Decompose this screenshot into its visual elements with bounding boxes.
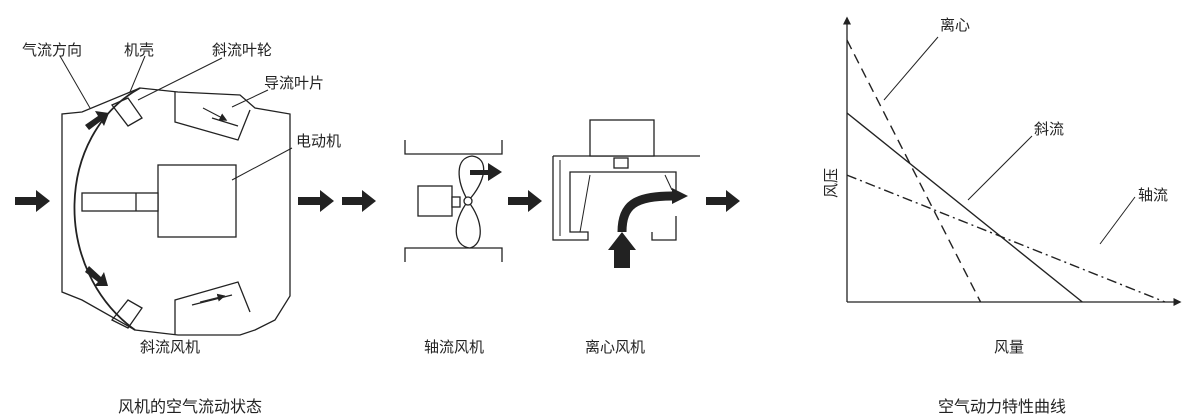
series-label-mixed: 斜流 bbox=[1034, 120, 1064, 138]
label-guide-vane: 导流叶片 bbox=[264, 74, 324, 92]
x-axis-label: 风量 bbox=[994, 338, 1024, 356]
axial-fan-airflow-arrows bbox=[342, 163, 542, 212]
caption-mixed-fan: 斜流风机 bbox=[140, 338, 200, 356]
left-title: 风机的空气流动状态 bbox=[118, 397, 262, 416]
axial-motor bbox=[417, 185, 453, 217]
axial-blade-top bbox=[458, 155, 485, 203]
label-airflow-direction: 气流方向 bbox=[22, 41, 82, 59]
y-axis-label: 风压 bbox=[822, 168, 840, 198]
axial-blade-bottom bbox=[455, 199, 481, 249]
caption-axial-fan: 轴流风机 bbox=[424, 338, 484, 356]
label-motor: 电动机 bbox=[296, 132, 341, 150]
mixed-fan-airflow-arrows bbox=[15, 111, 334, 286]
series-label-axial: 轴流 bbox=[1138, 186, 1168, 204]
caption-centrifugal-fan: 离心风机 bbox=[585, 338, 645, 356]
centrifugal-motor bbox=[589, 119, 655, 157]
mixed-flow-fan bbox=[61, 87, 291, 336]
label-mixed-impeller: 斜流叶轮 bbox=[212, 41, 272, 59]
centrifugal-fan-airflow-arrows bbox=[608, 188, 740, 268]
motor-body bbox=[157, 164, 237, 238]
label-casing: 机壳 bbox=[124, 41, 154, 59]
performance-chart: 离心 斜流 轴流 风压 风量 bbox=[822, 16, 1182, 356]
right-title: 空气动力特性曲线 bbox=[938, 397, 1066, 416]
axial-fan bbox=[404, 140, 503, 262]
mixed-fan-leaders bbox=[59, 55, 293, 181]
impeller-arc bbox=[73, 87, 141, 331]
series-leaders bbox=[883, 36, 1136, 245]
series-line-centrifugal bbox=[846, 39, 982, 303]
series-label-centrifugal: 离心 bbox=[940, 16, 970, 34]
series-line-mixed bbox=[846, 112, 1083, 303]
motor-shaft bbox=[81, 192, 159, 212]
series-line-axial bbox=[846, 174, 1166, 303]
centrifugal-fan bbox=[552, 119, 700, 241]
